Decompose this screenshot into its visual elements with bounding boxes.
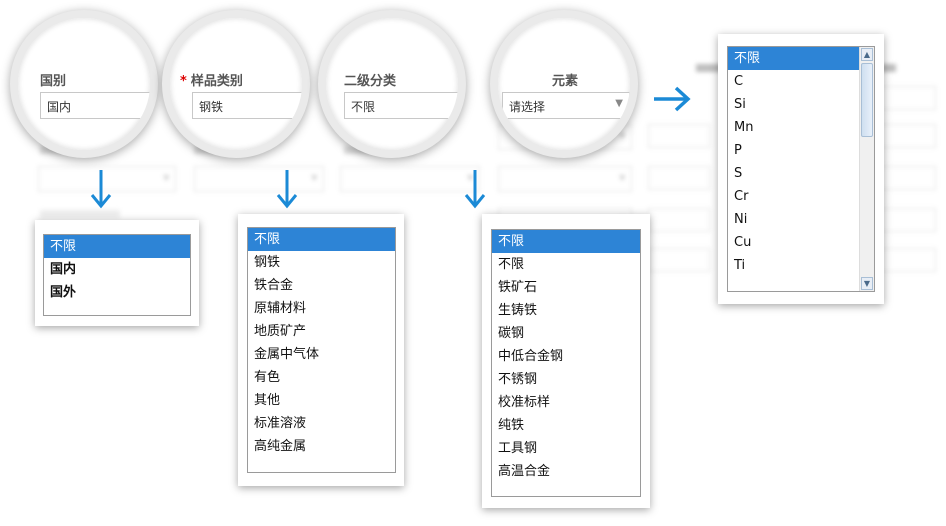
- list-item[interactable]: 不锈钢: [498, 372, 538, 387]
- country-select-value: 国内: [47, 100, 72, 114]
- arrow-down-icon: [276, 170, 298, 209]
- list-item[interactable]: 标准溶液: [254, 416, 307, 431]
- element-options: 不限 C Si Mn P S Cr Ni Cu Ti: [728, 47, 859, 277]
- bg-input: [876, 86, 936, 110]
- subcategory-select-value: 不限: [351, 100, 376, 114]
- list-item[interactable]: 钢铁: [254, 255, 281, 270]
- element-options-list[interactable]: 不限 C Si Mn P S Cr Ni Cu Ti ▲ ▼: [727, 46, 875, 292]
- magnifier-element: 元素 请选择 ▼: [490, 10, 638, 158]
- list-item[interactable]: Ti: [734, 258, 746, 273]
- list-item[interactable]: S: [734, 166, 743, 181]
- list-item[interactable]: 工具钢: [498, 441, 538, 456]
- sample-type-dropdown-panel: 不限 钢铁 铁合金 原辅材料 地质矿产 金属中气体 有色 其他 标准溶液 高纯金…: [238, 214, 404, 486]
- list-item[interactable]: P: [734, 143, 742, 158]
- list-item[interactable]: 高纯金属: [254, 439, 307, 454]
- bg-label: [876, 64, 896, 72]
- subcategory-select[interactable]: 不限 ▼: [344, 92, 458, 119]
- list-item[interactable]: 地质矿产: [254, 324, 307, 339]
- bg-input: [648, 208, 710, 232]
- list-item[interactable]: 碳钢: [498, 326, 525, 341]
- country-label: 国别: [40, 74, 67, 89]
- subcategory-options-list[interactable]: 不限 不限 铁矿石 生铸铁 碳钢 中低合金钢 不锈钢 校准标样 纯铁 工具钢 高…: [491, 229, 641, 497]
- bg-input: [876, 248, 936, 272]
- list-item[interactable]: Cr: [734, 189, 749, 204]
- list-item[interactable]: Mn: [734, 120, 754, 135]
- required-mark: *: [180, 74, 187, 89]
- bg-input: [876, 166, 936, 190]
- bg-select: [38, 166, 176, 192]
- bg-input: [876, 124, 936, 148]
- sample-type-options-list[interactable]: 不限 钢铁 铁合金 原辅材料 地质矿产 金属中气体 有色 其他 标准溶液 高纯金…: [247, 227, 396, 473]
- list-item[interactable]: 生铸铁: [498, 303, 538, 318]
- list-item[interactable]: 其他: [254, 393, 281, 408]
- list-item[interactable]: 不限: [248, 228, 395, 251]
- list-item[interactable]: 不限: [492, 230, 640, 253]
- list-item[interactable]: 铁矿石: [498, 280, 538, 295]
- arrow-down-icon: [464, 170, 486, 209]
- sample-type-label-row: *样品类别: [180, 70, 243, 89]
- bg-label: [696, 64, 726, 72]
- list-item[interactable]: 不限: [728, 47, 859, 70]
- chevron-down-icon: ▼: [615, 98, 623, 109]
- arrow-right-icon: [654, 86, 691, 112]
- magnifier-sample-type: *样品类别 钢铁 ▼: [162, 10, 310, 158]
- list-item[interactable]: Cu: [734, 235, 752, 250]
- bg-input: [648, 166, 710, 190]
- country-select[interactable]: 国内 ▼: [40, 92, 150, 119]
- scrollbar[interactable]: ▲ ▼: [859, 47, 874, 291]
- list-item[interactable]: 不限: [44, 235, 190, 258]
- element-select-value: 请选择: [509, 100, 546, 114]
- bg-select: [194, 166, 324, 192]
- scroll-down-icon[interactable]: ▼: [861, 277, 873, 290]
- element-label: 元素: [552, 74, 579, 89]
- bg-label: [40, 210, 120, 218]
- list-item[interactable]: 铁合金: [254, 278, 294, 293]
- bg-select: [340, 166, 480, 192]
- sample-type-select[interactable]: 钢铁 ▼: [192, 92, 302, 119]
- country-dropdown-panel: 不限 国内 国外: [35, 220, 199, 326]
- arrow-down-icon: [90, 170, 112, 209]
- list-item[interactable]: 金属中气体: [254, 347, 320, 362]
- bg-select: [498, 166, 632, 192]
- sample-type-select-value: 钢铁: [199, 100, 224, 114]
- list-item[interactable]: 高温合金: [498, 464, 551, 479]
- list-item[interactable]: 不限: [498, 257, 525, 272]
- country-options-list[interactable]: 不限 国内 国外: [43, 234, 191, 316]
- list-item[interactable]: 国内: [50, 262, 77, 277]
- magnifier-subcategory: 二级分类 不限 ▼: [318, 10, 466, 158]
- element-select[interactable]: 请选择 ▼: [502, 92, 630, 119]
- subcategory-dropdown-panel: 不限 不限 铁矿石 生铸铁 碳钢 中低合金钢 不锈钢 校准标样 纯铁 工具钢 高…: [482, 214, 650, 508]
- list-item[interactable]: C: [734, 74, 744, 89]
- scrollbar-thumb[interactable]: [861, 63, 873, 137]
- list-item[interactable]: 原辅材料: [254, 301, 307, 316]
- list-item[interactable]: 中低合金钢: [498, 349, 564, 364]
- bg-input: [876, 208, 936, 232]
- bg-input: [648, 124, 710, 148]
- scroll-up-icon[interactable]: ▲: [861, 48, 873, 61]
- subcategory-label: 二级分类: [344, 74, 397, 89]
- list-item[interactable]: 有色: [254, 370, 281, 385]
- list-item[interactable]: 校准标样: [498, 395, 551, 410]
- list-item[interactable]: 国外: [50, 285, 77, 300]
- list-item[interactable]: Si: [734, 97, 746, 112]
- magnifier-country: 国别 国内 ▼: [10, 10, 158, 158]
- element-dropdown-panel: 不限 C Si Mn P S Cr Ni Cu Ti ▲ ▼: [718, 34, 884, 304]
- bg-input: [648, 248, 710, 272]
- list-item[interactable]: Ni: [734, 212, 748, 227]
- sample-type-label: 样品类别: [190, 74, 243, 89]
- list-item[interactable]: 纯铁: [498, 418, 525, 433]
